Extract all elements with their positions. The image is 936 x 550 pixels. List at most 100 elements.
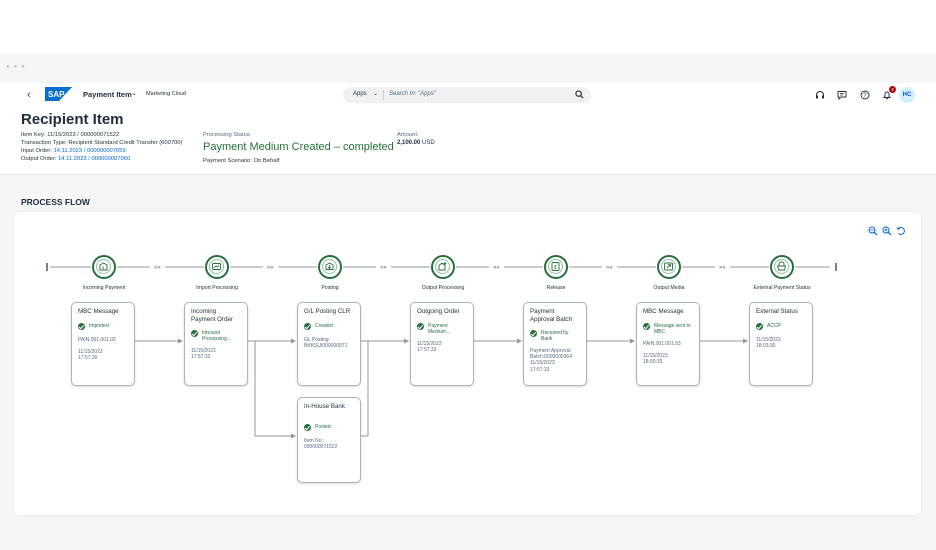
node-title: Payment Approval Batch <box>530 308 572 323</box>
lane-separator: »» <box>267 265 274 271</box>
flow-node-card[interactable]: MBC Message Imported PAIN.001.001.03 11/… <box>71 302 135 386</box>
success-icon <box>304 423 311 431</box>
lane-label: Incoming Payment <box>82 285 126 291</box>
node-detail: 11/15/2023 <box>530 360 555 367</box>
page-title: Recipient Item <box>21 111 124 128</box>
external-status-icon[interactable] <box>770 255 794 279</box>
app-subtitle: Marketing Cloud <box>146 91 187 97</box>
node-detail: 18:03:30 <box>756 342 776 349</box>
success-icon <box>643 322 650 330</box>
help-icon[interactable]: ? <box>860 90 870 100</box>
lane-label: Posting <box>321 285 339 291</box>
lane-label: Output Media <box>653 285 685 291</box>
success-icon <box>417 322 424 330</box>
amount-label: Amount: <box>397 132 419 138</box>
search-field[interactable]: Apps ⌄ Search In: "Apps" <box>343 87 591 103</box>
dots-icon: ●●● <box>6 64 29 70</box>
node-detail: 17:57:33 <box>530 366 550 373</box>
node-detail: Payment Approval <box>530 348 571 354</box>
node-detail: 11/15/2023 <box>191 348 216 354</box>
bell-icon[interactable] <box>882 90 892 100</box>
search-icon[interactable] <box>575 90 584 99</box>
node-status: Payment Medium… <box>417 322 467 335</box>
flow-node-card[interactable]: Outgoing Order Payment Medium… 11/15/202… <box>410 302 474 386</box>
output-order-link[interactable]: 14.11.2023 / 000000007060 <box>58 156 131 162</box>
node-detail: 11/15/2023 <box>78 348 103 355</box>
node-detail: 11/15/2023 <box>643 352 668 359</box>
lane-separator: »» <box>493 265 500 271</box>
node-detail: BKKSUI000000071 <box>304 342 348 349</box>
output-order: Output Order: 14.11.2023 / 000000007060 <box>21 156 130 162</box>
feedback-icon[interactable] <box>837 90 847 100</box>
import-processing-icon[interactable] <box>205 255 229 279</box>
node-status: Received by Bank <box>530 330 580 342</box>
node-status: Posted <box>304 423 354 432</box>
node-detail: 18:00:33 <box>643 358 663 365</box>
search-divider <box>383 90 384 100</box>
zoom-in-icon[interactable] <box>882 226 892 236</box>
flow-node-card[interactable]: MBC Message Message sent to MBC PAIN.001… <box>636 302 700 386</box>
node-status: Created <box>304 322 354 331</box>
flow-node-card[interactable]: G/L Posting CLR Created GL Posting: BKKS… <box>297 302 361 386</box>
node-status: Message sent to MBC <box>643 322 693 335</box>
lane-separator: »» <box>380 265 387 271</box>
zoom-out-icon[interactable] <box>868 226 878 236</box>
node-title: In-House Bank <box>304 403 345 410</box>
avatar[interactable]: HC <box>899 87 915 103</box>
headset-icon[interactable] <box>815 90 825 100</box>
node-detail: 11/15/2023 <box>417 340 442 347</box>
input-order-label: Input Order: <box>21 148 52 154</box>
svg-text:SAP: SAP <box>48 90 65 99</box>
processing-status: Payment Medium Created – completed <box>203 141 394 153</box>
node-title: G/L Posting CLR <box>304 308 351 315</box>
node-status: ACCP <box>756 322 806 331</box>
node-detail: GL Posting: <box>304 336 330 343</box>
node-title: MBC Message <box>78 308 119 315</box>
flow-node-card[interactable]: Payment Approval Batch Received by Bank … <box>523 302 587 386</box>
node-title: Outgoing Order <box>417 308 460 315</box>
amount: 2,100.00 USD <box>397 140 435 146</box>
browser-top-band: ●●● <box>0 53 936 83</box>
notification-badge: 4 <box>889 86 896 93</box>
output-media-icon[interactable] <box>657 255 681 279</box>
node-detail: 17:57:30 <box>78 354 98 361</box>
node-detail: PAIN.001.001.03 <box>78 336 116 343</box>
node-detail: PAIN.001.001.03 <box>643 340 681 347</box>
output-processing-icon[interactable] <box>431 255 455 279</box>
processing-status-label: Processing Status: <box>203 132 252 138</box>
search-input[interactable]: Search In: "Apps" <box>389 91 436 97</box>
input-order-link[interactable]: 14.11.2023 / 000000007059 <box>53 148 126 154</box>
lane-label: Release <box>546 285 566 291</box>
object-header: Recipient Item Item Key: 11/15/2023 / 00… <box>0 107 936 175</box>
success-icon <box>530 330 537 337</box>
incoming-payment-icon[interactable]: $ <box>92 255 116 279</box>
node-status: Imported <box>78 322 128 331</box>
lane-label: Output Processing <box>421 285 465 291</box>
flow-node-card[interactable]: In-House Bank Posted Item No.: 000000071… <box>297 397 361 483</box>
posting-icon[interactable] <box>318 255 342 279</box>
chevron-down-icon[interactable]: ⌄ <box>373 91 379 97</box>
success-icon <box>78 322 85 330</box>
search-scope-select[interactable]: Apps <box>353 91 367 97</box>
chevron-down-icon[interactable]: ⌄ <box>131 90 137 97</box>
node-title: Incoming Payment Order <box>191 308 233 323</box>
release-icon[interactable]: $ <box>544 255 568 279</box>
lane-separator: »» <box>719 265 726 271</box>
flow-node-card[interactable]: Incoming Payment Order Inbound Processin… <box>184 302 248 386</box>
payment-scenario: Payment Scenario: On Behalf <box>203 158 280 164</box>
svg-text:$: $ <box>102 265 105 270</box>
amount-value: 2,100.00 <box>397 140 421 146</box>
flow-node-card[interactable]: External Status ACCP 11/15/2023 18:03:30 <box>749 302 813 386</box>
node-detail: Batch:0000000364 <box>530 354 572 361</box>
reset-zoom-icon[interactable] <box>896 226 906 236</box>
success-icon <box>191 330 198 337</box>
transaction-type: Transaction Type: Recipient Standard Cre… <box>21 140 183 146</box>
node-detail: 17:57:32 <box>191 354 211 361</box>
sap-logo[interactable]: SAP <box>45 87 72 101</box>
lane-separator: »» <box>606 265 613 271</box>
amount-currency: USD <box>422 140 435 146</box>
svg-text:?: ? <box>863 93 867 99</box>
app-name[interactable]: Payment Item <box>83 90 132 99</box>
back-button[interactable]: ‹ <box>27 89 31 101</box>
